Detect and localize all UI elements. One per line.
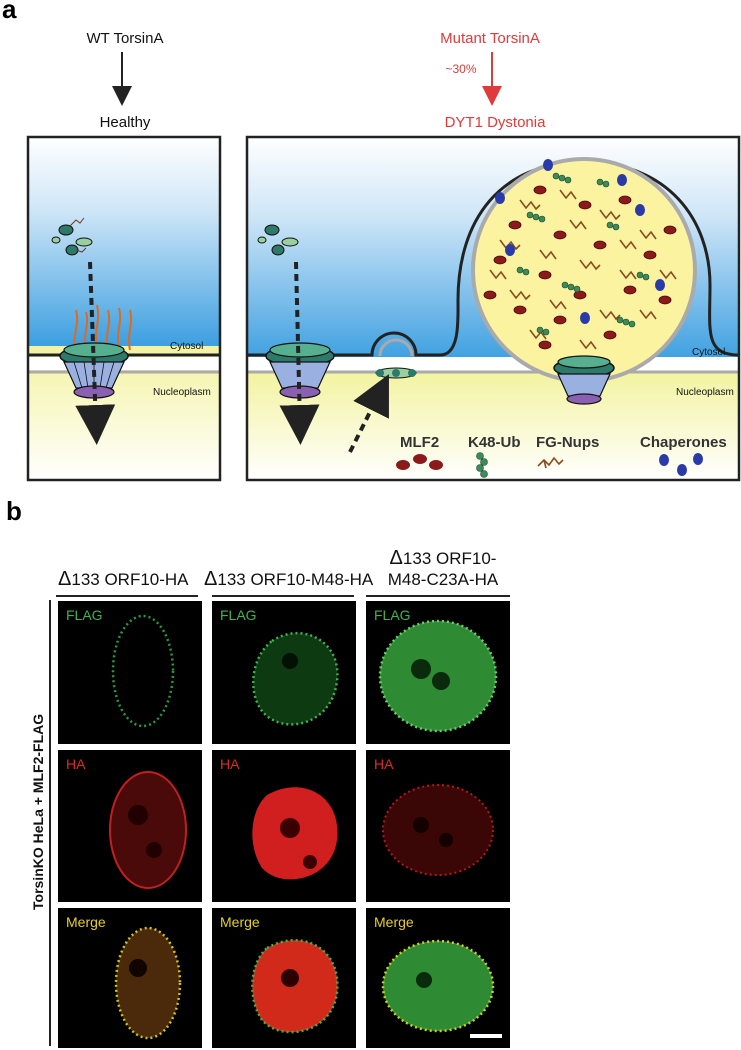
panel-a-diagram	[26, 52, 741, 482]
image-merge-col3: Merge	[366, 908, 510, 1048]
delta-symbol: Δ	[204, 568, 218, 590]
healthy-cell-panel	[26, 135, 222, 482]
mutant-torsina-label: Mutant TorsinA	[440, 30, 540, 47]
image-ha-col2: HA	[212, 750, 356, 902]
channel-label-ha: HA	[374, 756, 394, 772]
column-header-3-text-line2: M48-C23A-HA	[387, 570, 499, 589]
legend-fgnups: FG-Nups	[536, 434, 600, 451]
channel-label-ha: HA	[220, 756, 240, 772]
channel-label-flag: FLAG	[220, 607, 257, 623]
npc-right-bleb	[553, 355, 615, 405]
image-flag-col3: FLAG	[366, 601, 510, 744]
channel-label-merge: Merge	[374, 914, 414, 930]
delta-symbol: Δ	[58, 568, 72, 590]
delta-symbol: Δ	[389, 547, 403, 569]
healthy-label: Healthy	[99, 114, 151, 131]
chaperones-legend-icon	[659, 453, 703, 476]
panel-a-letter: a	[2, 0, 17, 24]
image-flag-col2: FLAG	[212, 601, 356, 744]
dyt1-dystonia-label: DYT1 Dystonia	[444, 114, 546, 131]
channel-label-merge: Merge	[66, 914, 106, 930]
column-header-3-text-line1: 133 ORF10-	[402, 549, 497, 568]
image-flag-col1: FLAG	[58, 601, 202, 744]
legend-k48ub: K48-Ub	[468, 434, 521, 451]
percent-label: ~30%	[445, 62, 477, 76]
mlf2-legend-icon	[396, 454, 443, 470]
nucleoplasm-label-left: Nucleoplasm	[153, 387, 211, 398]
cargo-left	[51, 217, 93, 256]
cytosol-label-left: Cytosol	[170, 341, 204, 352]
channel-label-flag: FLAG	[66, 607, 103, 623]
cytosol-label-right: Cytosol	[692, 347, 726, 358]
image-ha-col1: HA	[58, 750, 202, 902]
legend-chaperones: Chaperones	[640, 434, 727, 451]
image-merge-col2: Merge	[212, 908, 356, 1048]
column-header-3: Δ133 ORF10- M48-C23A-HA	[384, 547, 502, 590]
wt-torsina-label: WT TorsinA	[86, 30, 164, 47]
column-header-1: Δ133 ORF10-HA	[58, 568, 189, 591]
fgnups-legend-icon	[537, 456, 564, 469]
dystonia-cell-panel	[245, 135, 741, 482]
column-header-2: Δ133 ORF10-M48-HA	[204, 568, 373, 591]
k48ub-legend-icon	[476, 452, 488, 478]
nucleoplasm-label-right: Nucleoplasm	[676, 387, 734, 398]
panel-b-letter: b	[6, 496, 22, 526]
image-ha-col3: HA	[366, 750, 510, 902]
cargo-right	[257, 224, 299, 256]
channel-label-ha: HA	[66, 756, 86, 772]
channel-label-merge: Merge	[220, 914, 260, 930]
column-header-1-text: 133 ORF10-HA	[71, 570, 189, 589]
legend-mlf2: MLF2	[400, 434, 440, 451]
row-label: TorsinKO HeLa + MLF2-FLAG	[30, 713, 46, 910]
scale-bar	[470, 1034, 502, 1038]
column-header-2-text: 133 ORF10-M48-HA	[217, 570, 374, 589]
image-merge-col1: Merge	[58, 908, 202, 1048]
channel-label-flag: FLAG	[374, 607, 411, 623]
